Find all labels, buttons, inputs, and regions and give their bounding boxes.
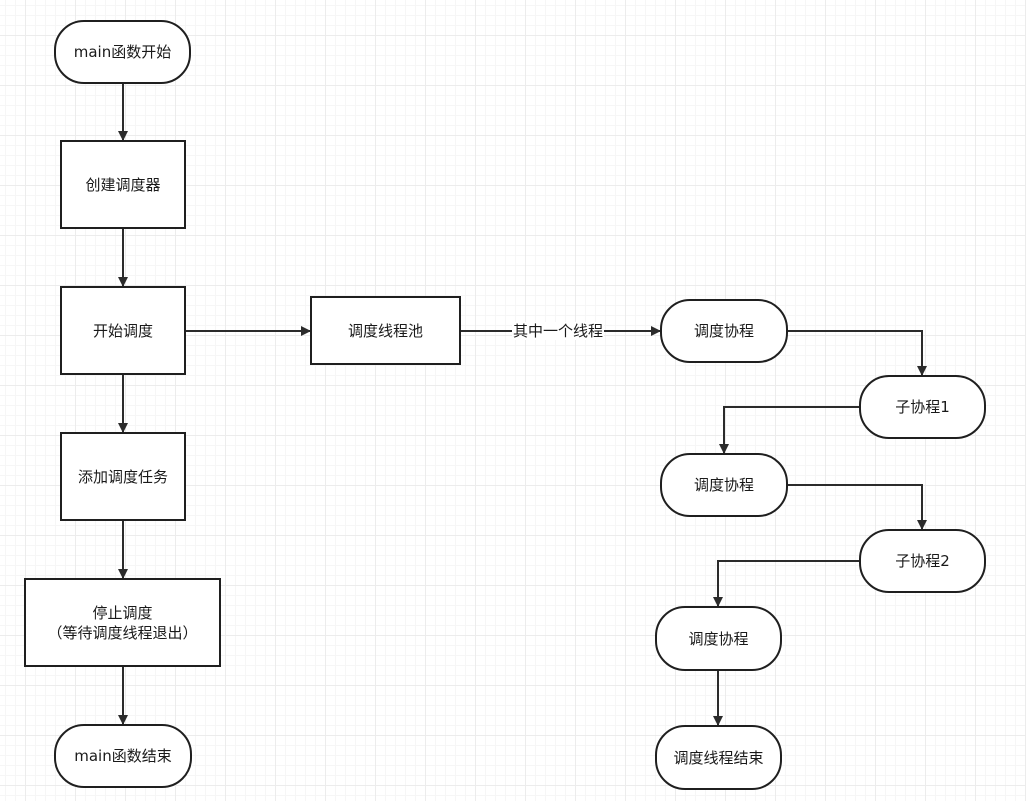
create-scheduler-node[interactable]: 创建调度器 (60, 140, 186, 229)
sched-coroutine-label-3: 调度协程 (688, 629, 749, 648)
arrow-sub-coroutine-2-to-sched-coroutine-3 (713, 560, 859, 607)
sub-coroutine-node-1[interactable]: 子协程1 (859, 375, 986, 439)
add-task-label: 添加调度任务 (77, 467, 168, 486)
sub-coroutine-node-2[interactable]: 子协程2 (859, 529, 986, 593)
thread-pool-label: 调度线程池 (347, 321, 423, 340)
sched-coroutine-node-1[interactable]: 调度协程 (660, 299, 788, 363)
stop-scheduling-node[interactable]: 停止调度 （等待调度线程退出） (24, 578, 221, 667)
add-task-node[interactable]: 添加调度任务 (60, 432, 186, 521)
thread-end-label: 调度线程结束 (673, 748, 764, 767)
create-scheduler-label: 创建调度器 (85, 175, 161, 194)
main-start-node[interactable]: main函数开始 (54, 20, 191, 84)
main-end-node[interactable]: main函数结束 (54, 724, 192, 788)
main-end-label: main函数结束 (74, 747, 172, 765)
arrow-sub-coroutine-1-to-sched-coroutine-2 (719, 406, 859, 454)
thread-pool-node[interactable]: 调度线程池 (310, 296, 461, 365)
stop-scheduling-text: 停止调度 （等待调度线程退出） (47, 603, 197, 643)
thread-end-node[interactable]: 调度线程结束 (655, 725, 782, 790)
arrow-sched-coroutine-2-to-sub-coroutine-2 (788, 484, 927, 530)
main-start-label: main函数开始 (73, 43, 172, 61)
sched-coroutine-label-2: 调度协程 (693, 476, 754, 494)
edge-label-one-thread: 其中一个线程 (512, 322, 605, 340)
sub-coroutine-label-1: 子协程1 (895, 398, 950, 416)
sched-coroutine-node-2[interactable]: 调度协程 (660, 453, 788, 517)
stop-scheduling-label: 停止调度 (92, 603, 153, 622)
sub-coroutine-label-2: 子协程2 (895, 552, 950, 570)
start-scheduling-label: 开始调度 (92, 321, 153, 340)
sched-coroutine-label-1: 调度协程 (693, 322, 754, 340)
arrow-sched-coroutine-1-to-sub-coroutine-1 (788, 330, 927, 376)
sched-coroutine-node-3[interactable]: 调度协程 (655, 606, 782, 671)
start-scheduling-node[interactable]: 开始调度 (60, 286, 186, 375)
stop-scheduling-sublabel: （等待调度线程退出） (47, 623, 198, 642)
